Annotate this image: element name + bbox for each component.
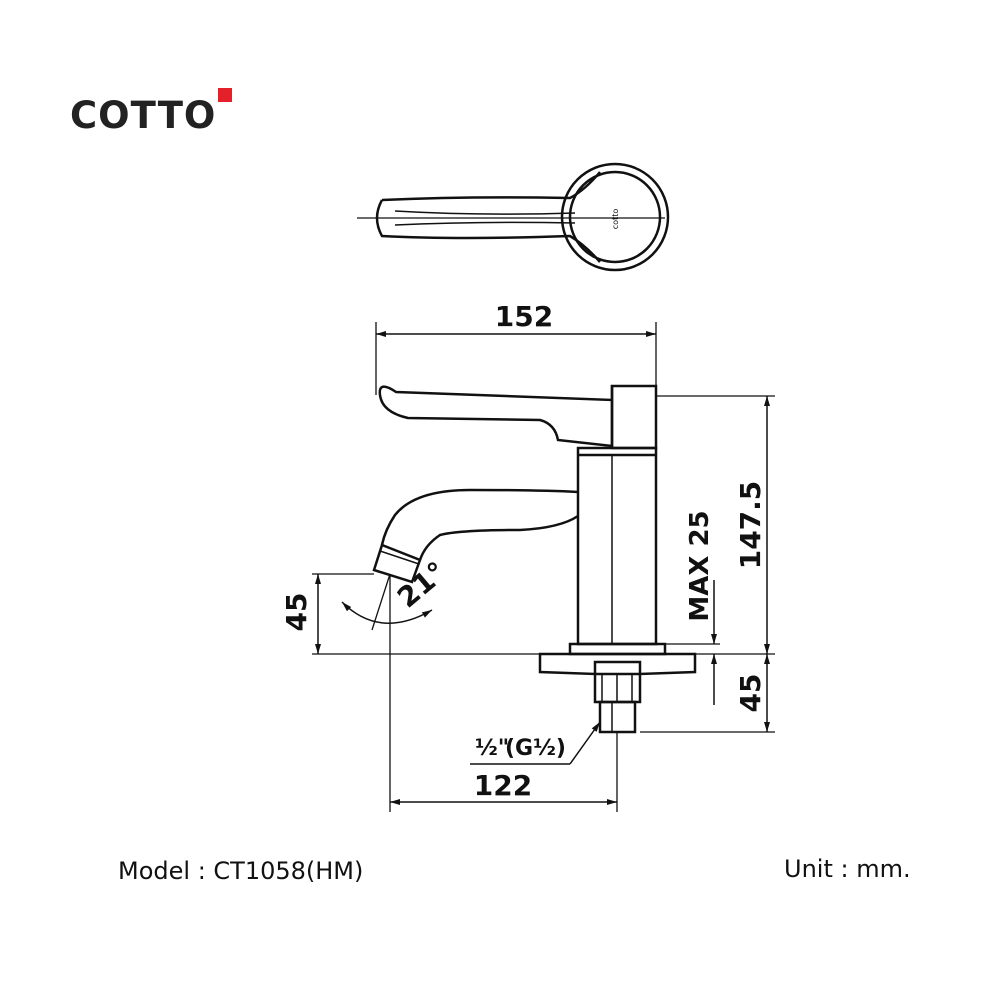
dim-reach: 122 — [474, 769, 532, 802]
faucet-body — [576, 446, 658, 646]
dim-arc-angle — [341, 601, 433, 624]
aerator-line — [379, 550, 420, 565]
side-view — [372, 384, 697, 734]
top-view-lever-detail — [394, 210, 576, 215]
extension-lines — [312, 322, 775, 812]
dim-thread-a: ½" — [475, 736, 509, 761]
dim-max: MAX 25 — [685, 510, 715, 621]
lever-hub — [610, 384, 658, 450]
top-view-stamp: cotto — [611, 209, 620, 230]
brand-accent-square — [218, 88, 232, 102]
spout-aerator — [372, 543, 422, 584]
top-view-lever-detail-2 — [394, 221, 576, 226]
dim-below-deck: 45 — [734, 674, 767, 713]
base-flange — [538, 652, 697, 676]
dim-angle: 21° — [391, 555, 453, 614]
leader-thread — [569, 721, 601, 765]
dim-spout-height: 45 — [280, 593, 313, 632]
dim-width: 152 — [495, 300, 553, 333]
top-view-ring-outer — [560, 162, 670, 272]
dimension-lines — [315, 331, 770, 805]
brand-logo: COTTO — [70, 88, 232, 140]
top-view: cotto — [357, 162, 670, 272]
top-view-lever-outline — [375, 199, 601, 263]
shank-thread — [598, 700, 637, 734]
base-plate — [568, 642, 667, 656]
spout-top — [380, 488, 579, 546]
spout-bottom — [418, 514, 579, 561]
dim-thread-b: (G½) — [505, 736, 566, 761]
top-view-lever-top — [381, 171, 601, 202]
model-label: Model : CT1058(HM) — [118, 857, 364, 885]
top-view-ring-inner — [568, 170, 662, 264]
lever-handle — [378, 385, 614, 448]
brand-name: COTTO — [70, 94, 217, 137]
unit-label: Unit : mm. — [784, 855, 911, 883]
dim-height: 147.5 — [734, 481, 767, 570]
